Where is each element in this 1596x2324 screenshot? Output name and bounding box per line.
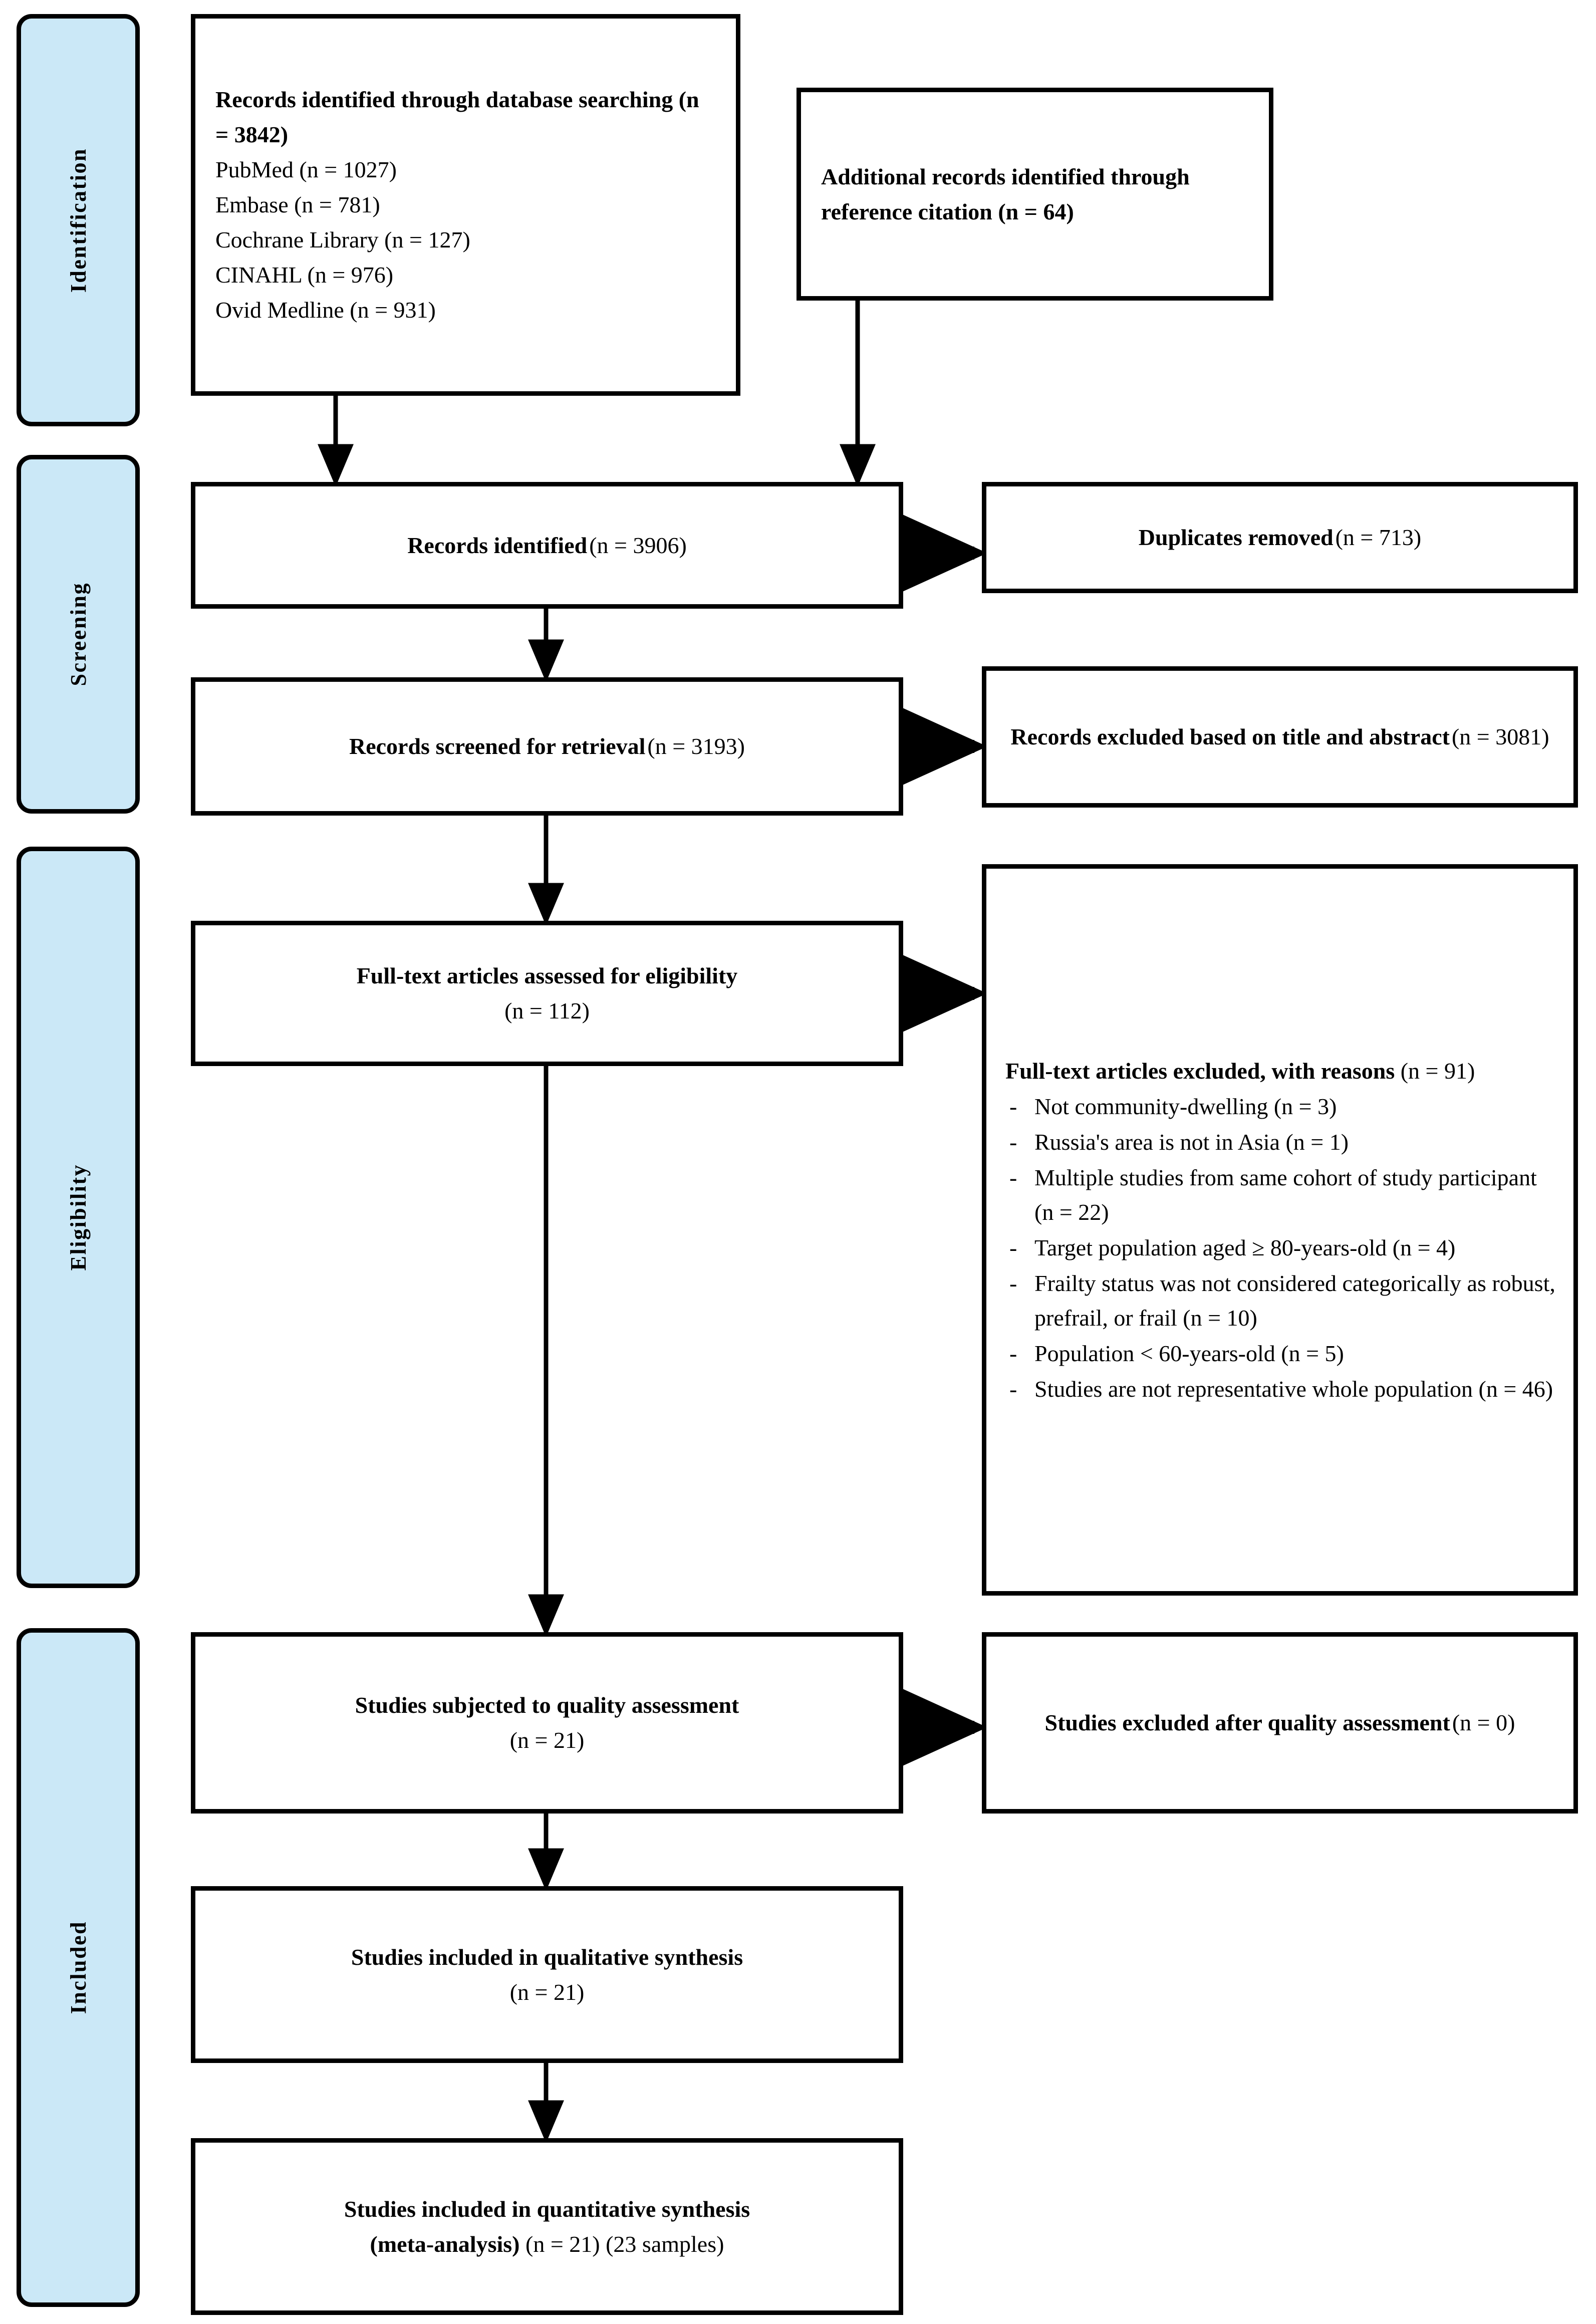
- dash-bullet-icon: -: [1009, 1341, 1017, 1367]
- quality-assessment-count: (n = 21): [509, 1727, 585, 1753]
- stage-pill-included: Included: [17, 1628, 140, 2307]
- quantitative-synthesis-heading: Studies included in quantitative synthes…: [344, 2196, 750, 2222]
- stage-pill-screening: Screening: [17, 455, 140, 814]
- records-screened-heading: Records screened for retrieval: [349, 733, 646, 759]
- reason-not-representative: Studies are not representative whole pop…: [1034, 1376, 1553, 1402]
- stage-label-included: Included: [66, 1921, 91, 2014]
- reason-frailty-not-categorical: Frailty status was not considered catego…: [1034, 1270, 1555, 1331]
- reason-multiple-studies-same-cohort: Multiple studies from same cohort of stu…: [1034, 1165, 1537, 1225]
- stage-pill-identification: Identification: [17, 14, 140, 426]
- quantitative-synthesis-line2: (meta-analysis) (n = 21) (23 samples): [215, 2227, 879, 2262]
- list-item: -Russia's area is not in Asia (n = 1): [1005, 1125, 1558, 1159]
- records-identified-heading: Records identified: [407, 532, 588, 558]
- box-records-excluded: Records excluded based on title and abst…: [982, 666, 1578, 808]
- reason-target-population-80: Target population aged ≥ 80-years-old (n…: [1034, 1235, 1456, 1261]
- dash-bullet-icon: -: [1009, 1270, 1017, 1297]
- reason-russia-not-asia: Russia's area is not in Asia (n = 1): [1034, 1129, 1349, 1155]
- duplicates-removed-heading: Duplicates removed: [1138, 525, 1334, 551]
- reason-population-under-60: Population < 60-years-old (n = 5): [1034, 1341, 1344, 1367]
- qualitative-synthesis-count: (n = 21): [509, 1979, 585, 2005]
- source-embase: Embase (n = 781): [215, 192, 380, 218]
- box-excluded-after-quality: Studies excluded after quality assessmen…: [982, 1632, 1578, 1814]
- quantitative-synthesis-sub: (meta-analysis): [370, 2231, 520, 2257]
- dash-bullet-icon: -: [1009, 1376, 1017, 1402]
- list-item: -Frailty status was not considered categ…: [1005, 1266, 1558, 1335]
- fulltext-assessed-heading: Full-text articles assessed for eligibil…: [356, 963, 738, 989]
- additional-records-heading: Additional records identified through re…: [821, 163, 1190, 224]
- dash-bullet-icon: -: [1009, 1235, 1017, 1261]
- list-item: -Target population aged ≥ 80-years-old (…: [1005, 1230, 1558, 1265]
- dash-bullet-icon: -: [1009, 1165, 1017, 1191]
- excluded-quality-count: (n = 0): [1452, 1710, 1515, 1736]
- box-quality-assessment: Studies subjected to quality assessment …: [191, 1632, 903, 1814]
- fulltext-excluded-heading: Full-text articles excluded, with reason…: [1005, 1058, 1395, 1084]
- source-cinahl: CINAHL (n = 976): [215, 262, 394, 288]
- qualitative-synthesis-heading: Studies included in qualitative synthesi…: [351, 1944, 743, 1970]
- stage-label-identification: Identification: [66, 147, 91, 293]
- stage-pill-eligibility: Eligibility: [17, 847, 140, 1588]
- duplicates-removed-count: (n = 713): [1335, 525, 1422, 551]
- quantitative-synthesis-count: (n = 21) (23 samples): [525, 2231, 724, 2257]
- box-duplicates-removed: Duplicates removed (n = 713): [982, 482, 1578, 593]
- records-excluded-heading: Records excluded based on title and abst…: [1010, 724, 1450, 750]
- stage-label-eligibility: Eligibility: [66, 1164, 91, 1271]
- source-pubmed: PubMed (n = 1027): [215, 157, 397, 183]
- database-search-heading: Records identified through database sear…: [215, 87, 699, 148]
- reason-not-community-dwelling: Not community-dwelling (n = 3): [1034, 1094, 1337, 1120]
- source-ovid-medline: Ovid Medline (n = 931): [215, 297, 436, 323]
- stage-label-screening: Screening: [66, 582, 91, 686]
- box-qualitative-synthesis: Studies included in qualitative synthesi…: [191, 1886, 903, 2063]
- fulltext-assessed-count: (n = 112): [504, 998, 590, 1023]
- box-records-screened: Records screened for retrieval (n = 3193…: [191, 677, 903, 816]
- list-item: -Studies are not representative whole po…: [1005, 1372, 1558, 1406]
- box-additional-records: Additional records identified through re…: [796, 88, 1273, 301]
- list-item: -Population < 60-years-old (n = 5): [1005, 1336, 1558, 1371]
- list-item: -Multiple studies from same cohort of st…: [1005, 1160, 1558, 1229]
- dash-bullet-icon: -: [1009, 1129, 1017, 1155]
- records-excluded-count: (n = 3081): [1451, 724, 1549, 750]
- list-item: -Not community-dwelling (n = 3): [1005, 1089, 1558, 1124]
- records-identified-count: (n = 3906): [589, 532, 687, 558]
- quality-assessment-heading: Studies subjected to quality assessment: [355, 1692, 739, 1718]
- box-database-search: Records identified through database sear…: [191, 14, 740, 396]
- box-fulltext-assessed: Full-text articles assessed for eligibil…: [191, 921, 903, 1066]
- fulltext-excluded-heading-line: Full-text articles excluded, with reason…: [1005, 1054, 1558, 1089]
- box-records-identified: Records identified (n = 3906): [191, 482, 903, 609]
- box-quantitative-synthesis: Studies included in quantitative synthes…: [191, 2138, 903, 2315]
- dash-bullet-icon: -: [1009, 1094, 1017, 1120]
- excluded-quality-heading: Studies excluded after quality assessmen…: [1044, 1710, 1450, 1736]
- records-screened-count: (n = 3193): [647, 733, 745, 759]
- source-cochrane: Cochrane Library (n = 127): [215, 226, 470, 252]
- box-fulltext-excluded: Full-text articles excluded, with reason…: [982, 864, 1578, 1596]
- exclusion-reason-list: -Not community-dwelling (n = 3) -Russia'…: [1005, 1089, 1558, 1406]
- fulltext-excluded-count: (n = 91): [1400, 1058, 1475, 1084]
